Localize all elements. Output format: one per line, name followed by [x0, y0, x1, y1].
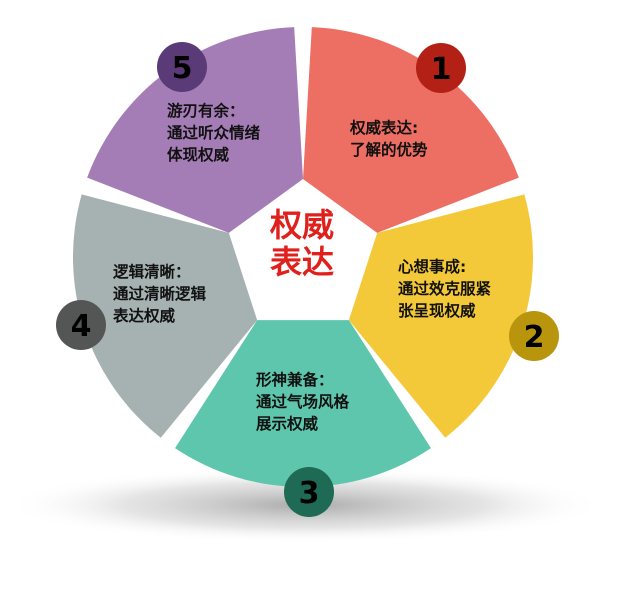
number-badge-circle: [284, 467, 334, 517]
segment-4-line-3: 表达权威: [112, 306, 176, 325]
number-badge-circle: [157, 42, 207, 92]
segment-3-line-2: 通过气场风格: [256, 392, 350, 411]
center-label: 权威 表达: [269, 206, 334, 281]
number-badge-label: 3: [299, 476, 320, 511]
segment-2-line-3: 张呈现权威: [398, 301, 476, 320]
number-badge-1: 1: [416, 43, 466, 93]
number-badge-3: 3: [284, 467, 334, 517]
segment-1-line-2: 了解的优势: [350, 140, 428, 159]
segment-5-line-1: 游刃有余：: [167, 101, 245, 120]
number-badge-label: 4: [71, 309, 92, 344]
number-badge-circle: [509, 311, 559, 361]
number-badge-2: 2: [509, 311, 559, 361]
segment-5-line-2: 通过听众情绪: [167, 123, 261, 142]
segment-1: [303, 27, 519, 233]
number-badge-label: 2: [524, 320, 545, 355]
segment-2-line-2: 通过效克服紧: [398, 279, 492, 298]
number-badge-circle: [416, 43, 466, 93]
segment-3-line-1: 形神兼备：: [256, 370, 334, 389]
number-badge-circle: [56, 300, 106, 350]
segment-5: [87, 27, 303, 233]
segment-3: [175, 320, 431, 488]
number-badge-5: 5: [157, 42, 207, 92]
segment-1-text: 权威表达: 了解的优势: [349, 118, 428, 159]
segment-3-line-3: 展示权威: [256, 414, 319, 433]
center-title-line2: 表达: [270, 243, 334, 281]
number-badge-label: 1: [431, 52, 452, 87]
segment-4-line-2: 通过清晰逻辑: [113, 284, 207, 303]
segment-4-line-1: 逻辑清晰：: [113, 262, 191, 281]
segment-2-line-1: 心想事成:: [398, 257, 466, 276]
segment-5-line-3: 体现权威: [167, 145, 230, 164]
center-title-line1: 权威: [269, 206, 334, 244]
segment-4: [73, 194, 258, 438]
number-badge-4: 4: [56, 300, 106, 350]
number-badge-label: 5: [172, 51, 193, 86]
segment-2: [348, 194, 533, 438]
segment-1-line-1: 权威表达:: [349, 118, 418, 137]
